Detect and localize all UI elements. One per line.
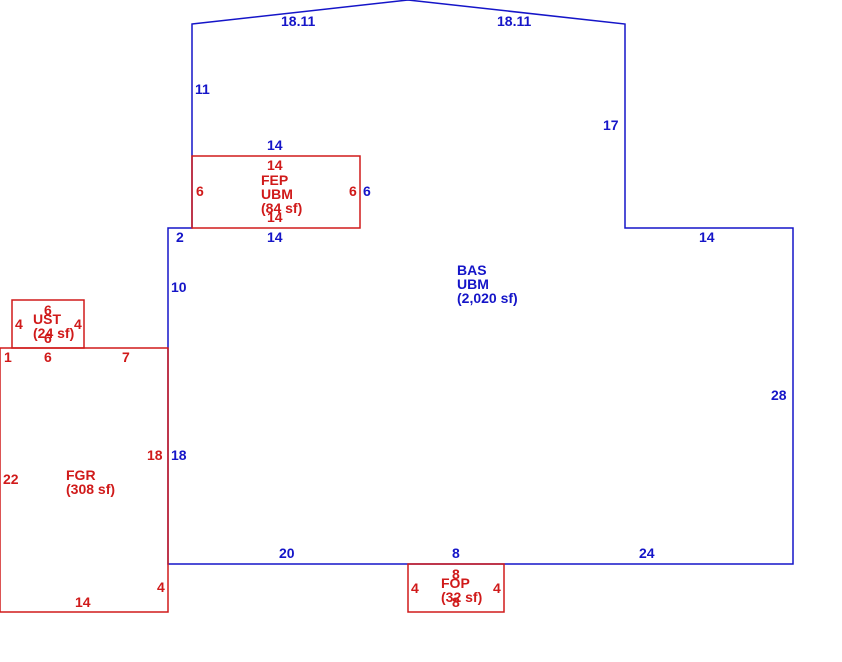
fop-outline [407, 563, 505, 613]
dim-bas-upper-right: 17 [603, 117, 619, 133]
bas-outline [167, 0, 794, 565]
dim-bas-upper-left: 11 [195, 81, 210, 97]
dim-bas-left-lower: 18 [171, 447, 187, 463]
dim-fep-left: 6 [196, 183, 204, 199]
bas-code: BAS [457, 262, 487, 278]
fep-area: (84 sf) [261, 200, 302, 216]
dim-fop-bottom: 8 [452, 594, 460, 610]
dim-ust-top: 6 [44, 302, 52, 318]
dim-fgr-top-a: 6 [44, 349, 52, 365]
dim-bas-roof-left: 18.11 [281, 13, 315, 29]
fop-code: FOP [441, 575, 470, 591]
dim-bas-step-right: 14 [699, 229, 715, 245]
fgr-code: FGR [66, 467, 96, 483]
fgr-area: (308 sf) [66, 481, 115, 497]
dim-bas-step-mid: 14 [267, 229, 283, 245]
dim-fop-top: 8 [452, 566, 460, 582]
dim-fep-right: 6 [349, 183, 357, 199]
dim-fgr-right-corner: 4 [157, 579, 165, 595]
fgr-outline [0, 347, 169, 613]
dim-ust-bottom: 6 [44, 330, 52, 346]
dim-bas-bottom-left: 20 [279, 545, 295, 561]
ust-code: UST [33, 311, 61, 327]
dim-fop-right: 4 [493, 580, 501, 596]
fep-class: UBM [261, 186, 293, 202]
bas-class: UBM [457, 276, 489, 292]
fop-area: (32 sf) [441, 589, 482, 605]
dim-fgr-top-corner: 1 [4, 349, 12, 365]
dim-fgr-right: 18 [147, 447, 163, 463]
dim-bas-bottom-mid: 8 [452, 545, 460, 561]
dim-fgr-bottom: 14 [75, 594, 91, 610]
dim-ust-left: 4 [15, 316, 23, 332]
dim-fgr-left: 22 [3, 471, 19, 487]
dim-ust-right: 4 [74, 316, 82, 332]
dim-bas-porch-top: 14 [267, 137, 283, 153]
dim-bas-bottom-right: 24 [639, 545, 655, 561]
dim-bas-porch-right: 6 [363, 183, 371, 199]
dim-bas-right: 28 [771, 387, 787, 403]
dim-fep-top: 14 [267, 157, 283, 173]
dim-fop-left: 4 [411, 580, 419, 596]
dim-bas-roof-right: 18.11 [497, 13, 531, 29]
fep-outline [191, 155, 361, 229]
dim-fgr-top-b: 7 [122, 349, 130, 365]
dim-fep-bottom: 14 [267, 209, 283, 225]
ust-area: (24 sf) [33, 325, 74, 341]
bas-area: (2,020 sf) [457, 290, 518, 306]
dim-bas-step-left: 2 [176, 229, 184, 245]
fep-code: FEP [261, 172, 288, 188]
dim-bas-left-upper: 10 [171, 279, 187, 295]
